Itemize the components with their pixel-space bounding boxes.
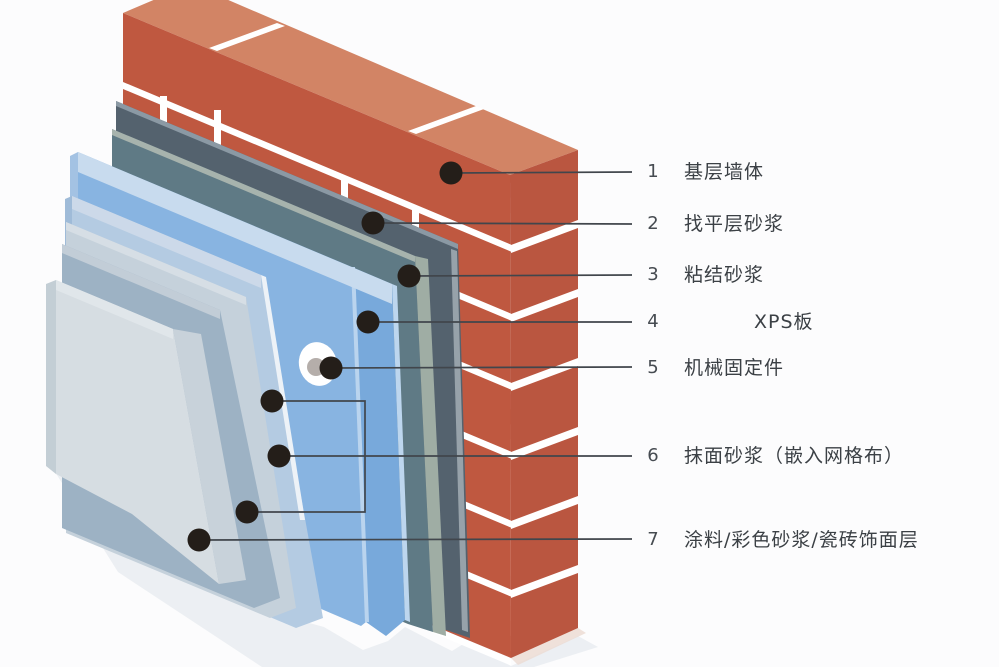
label-text: 机械固定件 [684,357,785,379]
label-row-bonding-mortar: 3 粘结砂浆 [640,261,764,289]
label-number: 5 [647,357,659,378]
label-number: 2 [647,213,659,234]
label-number: 7 [647,529,659,550]
label-number: 3 [647,264,659,285]
label-text: 找平层砂浆 [684,213,785,235]
label-row-fastener: 5 机械固定件 [640,354,784,382]
dot-3-bonding [397,264,421,288]
label-row-leveling-mortar: 2 找平层砂浆 [640,210,784,238]
dot-2-leveling [361,211,385,235]
label-row-finish-layer: 7 涂料/彩色砂浆/瓷砖饰面层 [640,526,919,554]
brick-end-face [510,150,578,658]
dot-6a-coat [260,389,284,413]
label-text: 涂料/彩色砂浆/瓷砖饰面层 [684,529,919,551]
label-text: 基层墙体 [684,161,765,183]
dot-5-fastener [319,356,343,380]
callout-dots [187,161,463,552]
callout-bracket-6 [247,400,366,513]
label-text: 抹面砂浆（嵌入网格布） [684,445,905,467]
label-row-base-wall: 1 基层墙体 [640,158,764,186]
dot-1-base-wall [439,161,463,185]
label-row-xps-board: 4 XPS板 [640,308,814,336]
label-text: XPS板 [754,311,814,333]
dot-7-finish [187,528,211,552]
mortar-top-joints [209,23,484,134]
dot-6c-coat [235,500,259,524]
dot-4-xps [356,310,380,334]
finish-layer [46,280,246,584]
callout-lines [198,171,633,541]
ground-shadow [50,464,598,667]
brick-top-face [123,0,578,175]
label-number: 6 [647,445,659,466]
label-number: 4 [647,311,659,332]
wall-bottom-shadow [511,628,586,665]
label-text: 粘结砂浆 [684,264,765,286]
mortar-courses-end [511,220,578,598]
label-row-render-coat: 6 抹面砂浆（嵌入网格布） [640,442,904,470]
dot-6b-coat [267,444,291,468]
label-number: 1 [647,161,659,182]
